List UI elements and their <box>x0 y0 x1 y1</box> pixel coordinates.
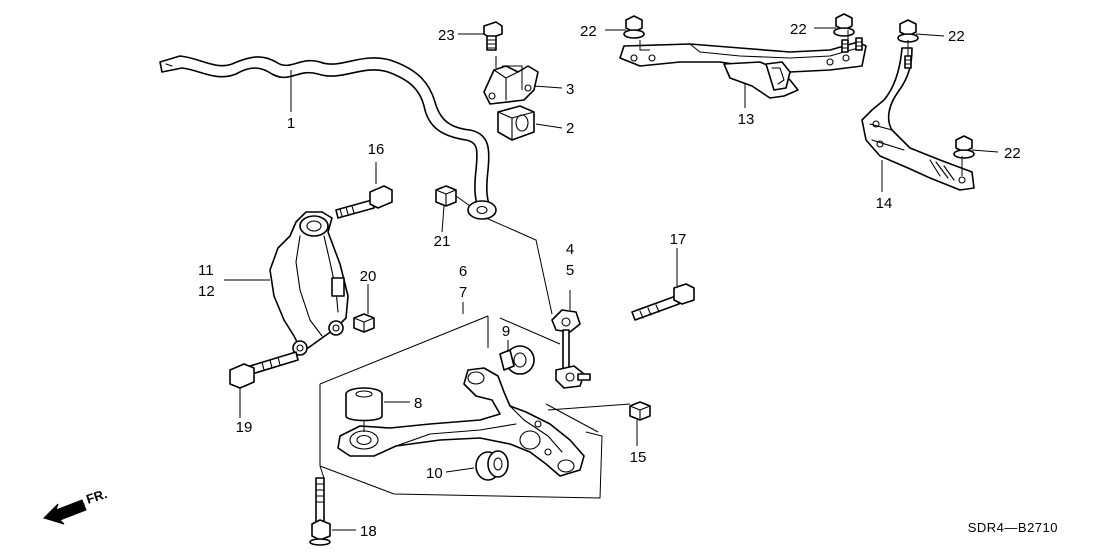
callout-7: 7 <box>459 284 467 301</box>
bolt-18 <box>309 477 331 546</box>
callout-21: 21 <box>434 233 451 250</box>
bushing-10 <box>475 450 509 481</box>
callout-22a: 22 <box>580 23 597 40</box>
front-label: FR. <box>84 486 109 507</box>
callout-22b: 22 <box>790 21 807 38</box>
flange-nuts-22 <box>623 13 975 159</box>
nut-20 <box>353 313 375 333</box>
callout-17: 17 <box>670 231 687 248</box>
callout-3: 3 <box>566 81 574 98</box>
front-direction-marker: FR. <box>43 486 109 525</box>
callout-22c: 22 <box>948 28 965 45</box>
callout-13: 13 <box>738 111 755 128</box>
callout-5: 5 <box>566 262 574 279</box>
nut-15 <box>629 401 651 421</box>
nut-22b <box>833 13 855 37</box>
nut-22d <box>953 135 975 159</box>
frame-stiffener-13 <box>619 41 867 99</box>
bolt-19 <box>229 351 299 389</box>
callout-12: 12 <box>198 283 215 300</box>
diagram-code: SDR4—B2710 <box>968 520 1058 535</box>
bolt-17 <box>631 283 695 321</box>
stabilizer-bushing <box>497 105 535 141</box>
callout-19: 19 <box>236 419 253 436</box>
nut-21 <box>435 185 457 207</box>
callout-1: 1 <box>287 115 295 132</box>
callout-16: 16 <box>368 141 385 158</box>
assembly-outline <box>319 56 631 499</box>
bolt-16 <box>335 185 393 219</box>
callout-18: 18 <box>360 523 377 540</box>
callout-11: 11 <box>198 262 214 279</box>
callout-20: 20 <box>360 268 377 285</box>
callout-9: 9 <box>502 323 510 340</box>
callout-labels: 1 2 3 4 5 6 7 8 9 10 11 12 13 14 15 16 1… <box>198 21 1021 540</box>
callout-6: 6 <box>459 263 467 280</box>
bushing-holder <box>483 65 539 105</box>
leader-lines <box>224 27 999 531</box>
stabilizer-link-4-5 <box>551 309 591 389</box>
stabilizer-bar <box>159 55 497 220</box>
nut-22a <box>623 15 645 39</box>
holder-bolt <box>483 21 503 51</box>
bushing-9 <box>499 345 535 375</box>
callout-10: 10 <box>426 465 443 482</box>
front-arrow-icon <box>43 499 87 525</box>
bushing-8 <box>345 387 383 422</box>
callout-15: 15 <box>630 449 647 466</box>
callout-14: 14 <box>876 195 893 212</box>
callout-2: 2 <box>566 120 574 137</box>
frame-brace-14 <box>861 47 975 191</box>
studs-22 <box>841 37 863 53</box>
knuckle-11-12 <box>269 211 349 356</box>
lower-control-arm-6-7 <box>337 367 585 477</box>
callout-23: 23 <box>438 27 455 44</box>
callout-8: 8 <box>414 395 422 412</box>
callout-4: 4 <box>566 241 574 258</box>
nut-22c <box>897 19 919 69</box>
callout-22d: 22 <box>1004 145 1021 162</box>
